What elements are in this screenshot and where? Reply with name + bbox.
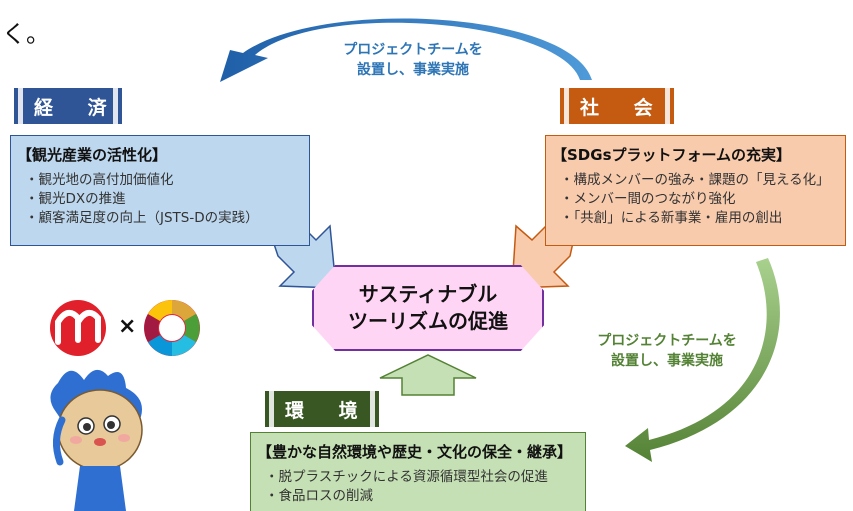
economy-item: ・観光DXの推進 — [25, 191, 126, 207]
tag-stripe — [18, 88, 23, 124]
society-item: ・「共創」による新事業・雇用の創出 — [560, 210, 783, 226]
economy-tag: 経 済 — [14, 88, 122, 124]
economy-tag-label: 経 済 — [34, 96, 121, 119]
environment-item: ・脱プラスチックによる資源循環型社会の促進 — [265, 469, 548, 485]
green-arrow-label-line2: 設置し、事業実施 — [611, 353, 723, 369]
center-goal-box: サスティナブル ツーリズムの促進 — [312, 265, 544, 351]
society-item: ・構成メンバーの強み・課題の「見える化」 — [560, 172, 830, 188]
green-arrow-label: プロジェクトチームを 設置し、事業実施 — [572, 331, 762, 371]
center-goal-line2: ツーリズムの促進 — [348, 309, 508, 333]
green-cycle-arrow — [625, 258, 780, 462]
environment-tag: 環 境 — [265, 391, 379, 427]
environment-tag-label: 環 境 — [285, 399, 372, 422]
times-sign: × — [118, 314, 137, 339]
tag-stripe — [113, 88, 118, 124]
environment-item: ・食品ロスの削減 — [265, 488, 373, 504]
environment-to-center-arrow — [379, 354, 477, 396]
tag-stripe — [370, 391, 375, 427]
blue-arrow-label-line2: 設置し、事業実施 — [357, 62, 469, 78]
tag-stripe — [564, 88, 569, 124]
center-goal-line1: サスティナブル — [358, 282, 498, 306]
society-title: 【SDGsプラットフォームの充実】 — [552, 146, 792, 164]
economy-item: ・顧客満足度の向上（JSTS-Dの実践） — [25, 210, 259, 226]
blue-arrow-label: プロジェクトチームを 設置し、事業実施 — [318, 40, 508, 80]
green-arrow-label-line1: プロジェクトチームを — [597, 333, 737, 349]
society-tag-label: 社 会 — [580, 96, 667, 119]
intro-text-fragment: く。 — [2, 20, 50, 48]
society-box: 【SDGsプラットフォームの充実】 ・構成メンバーの強み・課題の「見える化」 ・… — [545, 135, 846, 246]
economy-box: 【観光産業の活性化】 ・観光地の高付加価値化 ・観光DXの推進 ・顧客満足度の向… — [10, 135, 310, 246]
economy-item: ・観光地の高付加価値化 — [25, 172, 174, 188]
society-tag: 社 会 — [560, 88, 674, 124]
tag-stripe — [269, 391, 274, 427]
society-item: ・メンバー間のつながり強化 — [560, 191, 736, 207]
tag-stripe — [665, 88, 670, 124]
city-logo — [50, 300, 106, 356]
environment-title: 【豊かな自然環境や歴史・文化の保全・継承】 — [257, 443, 573, 461]
mascot-character — [50, 369, 143, 511]
blue-arrow-label-line1: プロジェクトチームを — [343, 42, 483, 58]
economy-title: 【観光産業の活性化】 — [17, 146, 168, 164]
environment-box: 【豊かな自然環境や歴史・文化の保全・継承】 ・脱プラスチックによる資源循環型社会… — [250, 432, 586, 511]
sdgs-wheel-logo — [144, 300, 200, 356]
